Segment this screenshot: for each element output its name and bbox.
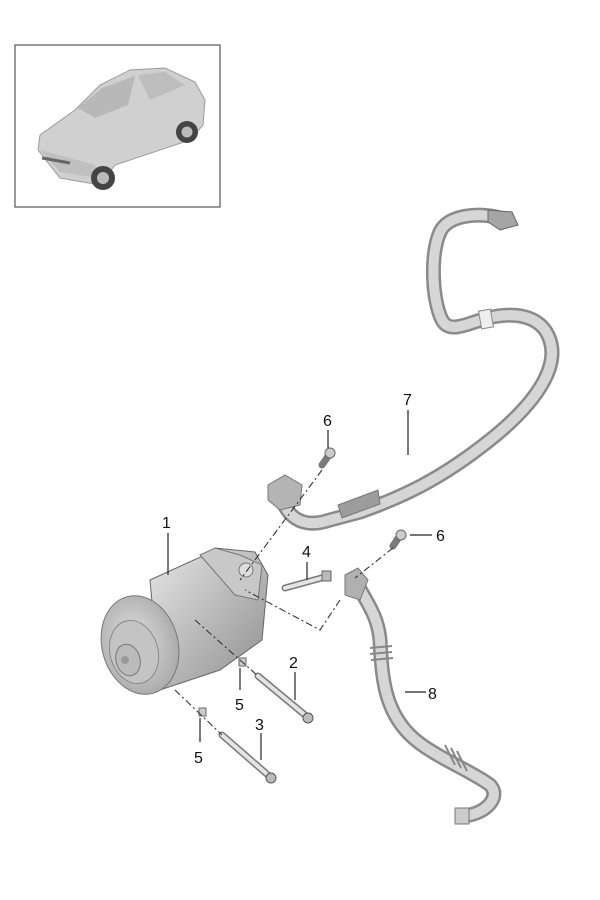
callout-7: 7: [403, 392, 412, 409]
callout-6: 6: [436, 528, 445, 545]
refrigerant-line-7: [267, 207, 560, 531]
hose-end-fitting: [487, 209, 519, 231]
vehicle-thumbnail: [14, 44, 221, 208]
car-icon: [37, 67, 206, 190]
callout-5: 5: [194, 750, 203, 767]
bolt-6: [389, 529, 407, 550]
callout-5: 5: [235, 697, 244, 714]
ac-compressor: [100, 547, 269, 695]
refrigerant-line-8: [344, 567, 502, 825]
bolt-6: [318, 447, 336, 469]
callout-4: 4: [302, 544, 311, 561]
callout-3: 3: [255, 717, 264, 734]
callout-1: 1: [162, 515, 171, 532]
bolt-4: [281, 570, 332, 592]
hose-end-fitting: [454, 807, 470, 825]
callout-8: 8: [428, 686, 437, 703]
hose-flange: [344, 567, 369, 601]
bolt-2: [254, 672, 314, 724]
sleeve-5: [198, 707, 207, 717]
bolt-3: [218, 731, 277, 784]
hose-flange: [267, 474, 303, 511]
callout-2: 2: [289, 655, 298, 672]
callout-6: 6: [323, 413, 332, 430]
